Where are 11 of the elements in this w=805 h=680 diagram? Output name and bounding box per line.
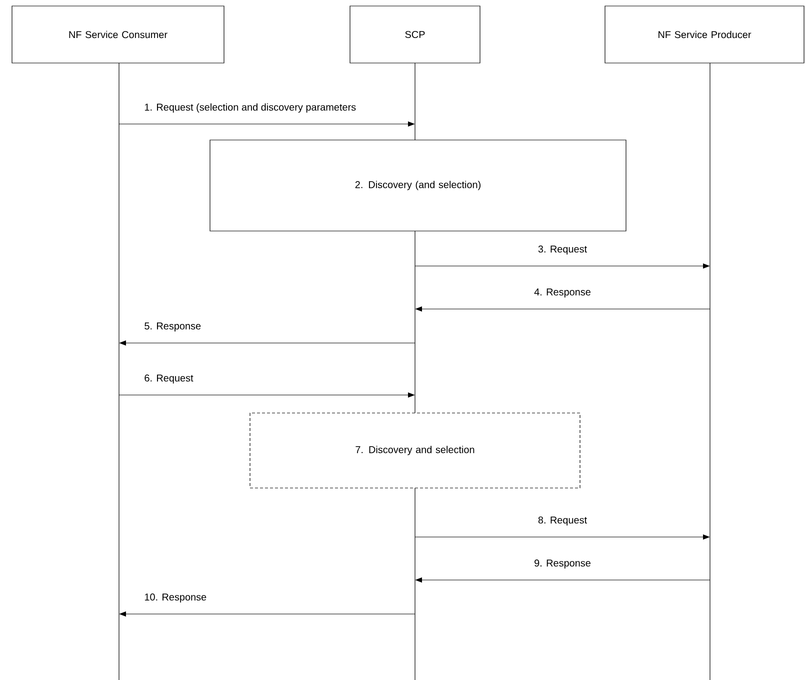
edge-label: 5. Response [143, 322, 202, 332]
edge-label: 1. Request (selection and discovery parameters [143, 102, 358, 114]
process-box: 7. Discovery and selection [250, 412, 580, 488]
edge-label: 9. Response [533, 558, 592, 570]
participant-box: NF Service Producer [604, 6, 804, 64]
participant-box: SCP [350, 6, 480, 64]
process-box: 2. Discovery (and selection) [210, 140, 626, 232]
participant-box: NF Service Consumer [12, 6, 224, 64]
edge-label: 4. Response [533, 288, 592, 298]
edge-label: 6. Request [143, 373, 194, 384]
edge-label: 10. Response [143, 592, 208, 604]
